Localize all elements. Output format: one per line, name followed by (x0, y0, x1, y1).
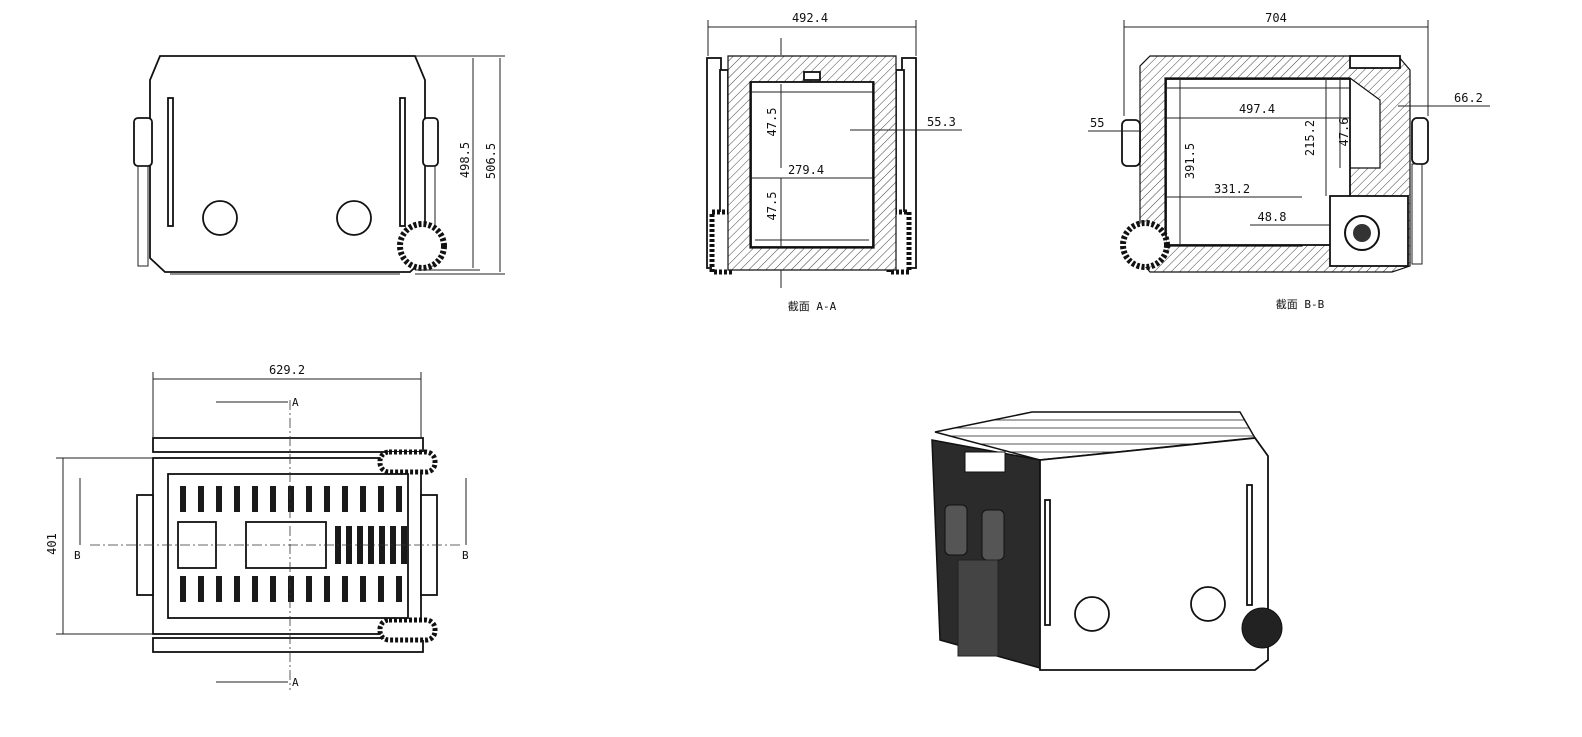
vent-slot (270, 486, 276, 512)
dim-b-bottom-gap: 48.8 (1258, 210, 1287, 224)
vent-slot (288, 486, 294, 512)
dim-a-top-gap: 47.5 (765, 108, 779, 137)
top-view: A A B B 629.2 401 (45, 363, 469, 690)
dim-b-left: 55 (1090, 116, 1104, 130)
vent-slot (360, 576, 366, 602)
dim-b-top-gap: 47.6 (1337, 118, 1351, 147)
dim-a-wall: 55.3 (927, 115, 956, 129)
vent-slot (378, 486, 384, 512)
vent-slot (396, 486, 402, 512)
dim-top-width: 629.2 (269, 363, 305, 377)
dim-a-inner-width: 279.4 (788, 163, 824, 177)
section-b-view: 704 497.4 55 66.2 391.5 215.2 47.6 331.2… (1088, 11, 1490, 311)
vent-slot (378, 576, 384, 602)
wheel-icon (1241, 607, 1283, 649)
perspective-view (931, 411, 1283, 671)
vent-slot (270, 576, 276, 602)
vent-slot (342, 576, 348, 602)
vent-slot (342, 486, 348, 512)
dim-a-width: 492.4 (792, 11, 828, 25)
dim-front-height-outer: 506.5 (484, 143, 498, 179)
marker-a-bottom: A (292, 676, 299, 689)
wheel-icon (397, 221, 447, 271)
dim-b-lower-width: 331.2 (1214, 182, 1250, 196)
dim-a-bottom-gap: 47.5 (765, 192, 779, 221)
vent-slot (216, 576, 222, 602)
dim-front-height-inner: 498.5 (458, 142, 472, 178)
vent-slot (216, 486, 222, 512)
vent-slot (396, 576, 402, 602)
vent-slot (306, 486, 312, 512)
marker-a-top: A (292, 396, 299, 409)
marker-b-left: B (74, 549, 81, 562)
dim-b-step-height: 215.2 (1303, 120, 1317, 156)
vent-slot (252, 576, 258, 602)
dim-b-right: 66.2 (1454, 91, 1483, 105)
dim-top-depth: 401 (45, 533, 59, 555)
caption-section-b: 截面 B-B (1276, 297, 1325, 311)
dim-b-inner-height: 391.5 (1183, 143, 1197, 179)
vent-slot (180, 486, 186, 512)
dim-b-width: 704 (1265, 11, 1287, 25)
vent-slot (288, 576, 294, 602)
vent-slot (306, 576, 312, 602)
vent-slot (252, 486, 258, 512)
caption-section-a: 截面 A-A (788, 299, 837, 313)
vent-slot (198, 576, 204, 602)
front-view: 498.5 506.5 (133, 55, 505, 275)
vent-slot (324, 486, 330, 512)
vent-slot (360, 486, 366, 512)
vent-slot (324, 576, 330, 602)
marker-b-right: B (462, 549, 469, 562)
vent-slot (368, 526, 374, 564)
vent-slot (198, 486, 204, 512)
vent-slot (234, 486, 240, 512)
section-a-view: 492.4 47.5 47.5 279.4 55.3 截面 A-A (706, 11, 962, 313)
vent-slot (180, 576, 186, 602)
vent-slot (234, 576, 240, 602)
wheel-icon (1120, 220, 1170, 270)
dim-b-inner-width: 497.4 (1239, 102, 1275, 116)
